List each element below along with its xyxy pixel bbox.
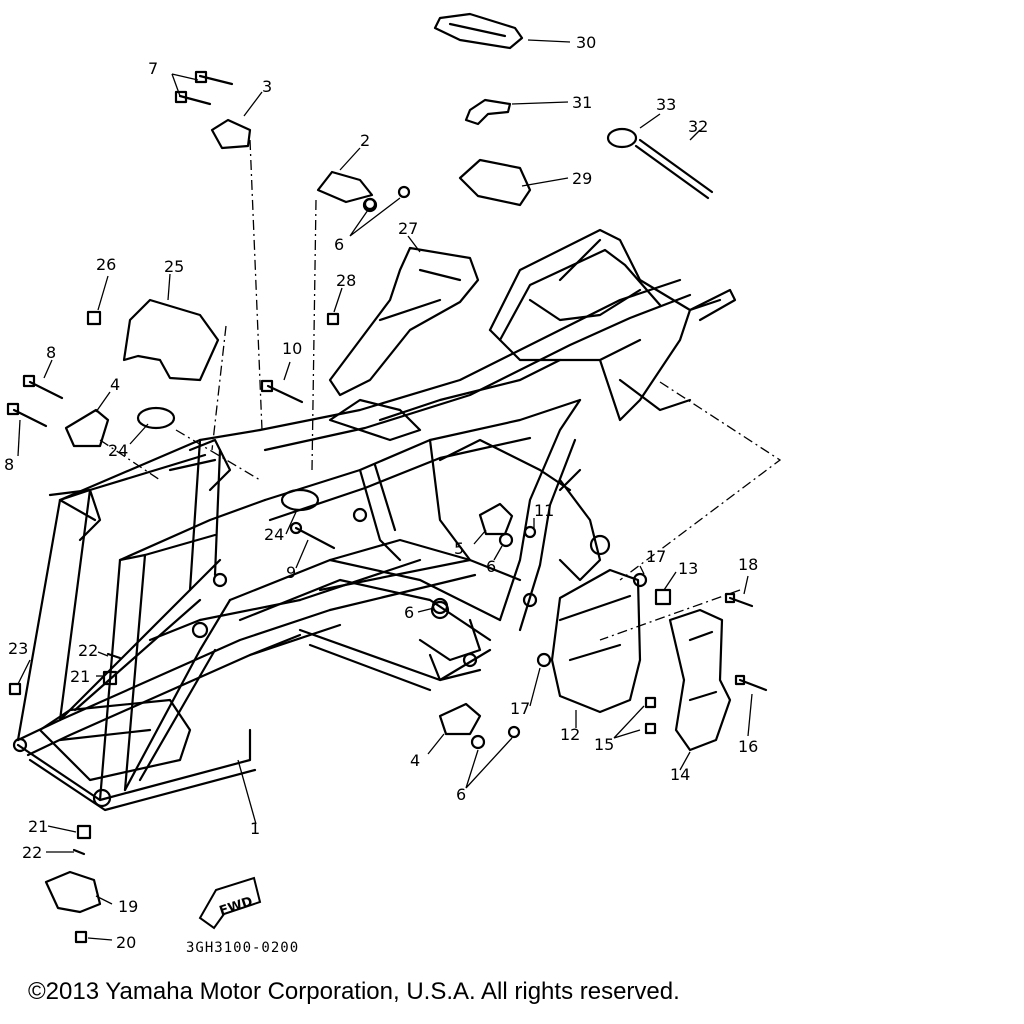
callout-4-a: 4: [110, 375, 120, 394]
main-frame: [12, 228, 737, 812]
callout-23: 23: [8, 639, 28, 658]
callout-3: 3: [262, 77, 272, 96]
callout-25: 25: [164, 257, 184, 276]
callout-20: 20: [116, 933, 136, 952]
callout-5: 5: [454, 539, 464, 558]
part-9: [294, 526, 336, 550]
part-22-a: [106, 652, 122, 660]
callout-8-b: 8: [4, 455, 14, 474]
callout-33: 33: [656, 95, 676, 114]
callout-12: 12: [560, 725, 580, 744]
part-21-b: [76, 824, 92, 840]
callout-19: 19: [118, 897, 138, 916]
part-4-lower: [438, 702, 482, 736]
part-3: [210, 118, 252, 150]
part-5: [478, 502, 514, 536]
part-4-upper: [64, 408, 110, 448]
part-17-a: [632, 572, 648, 588]
callout-27: 27: [398, 219, 418, 238]
part-8b: [12, 408, 48, 428]
part-32-rod: [638, 138, 714, 194]
callout-32: 32: [688, 117, 708, 136]
callout-1: 1: [250, 819, 260, 838]
part-6-a: [362, 197, 378, 213]
part-31: [464, 98, 512, 126]
part-14: [668, 608, 732, 752]
callout-6-d: 6: [456, 785, 466, 804]
part-13: [654, 588, 672, 606]
part-15-a: [644, 696, 657, 709]
callout-21-b: 21: [28, 817, 48, 836]
callout-16: 16: [738, 737, 758, 756]
part-12: [550, 568, 642, 714]
callout-labels: 30 31 29 33 32 7 3 2 6 27 28 26 25 8 4 8…: [4, 33, 758, 952]
callout-30: 30: [576, 33, 596, 52]
callout-29: 29: [572, 169, 592, 188]
callout-6-a: 6: [334, 235, 344, 254]
part-17-b: [536, 652, 552, 668]
part-33: [606, 127, 638, 149]
part-2: [316, 170, 374, 204]
callout-31: 31: [572, 93, 592, 112]
callout-6-c: 6: [404, 603, 414, 622]
part-10: [266, 384, 304, 404]
callout-28: 28: [336, 271, 356, 290]
part-24-lower: [280, 488, 320, 512]
part-11: [523, 525, 537, 539]
callout-17-b: 17: [510, 699, 530, 718]
part-27: [328, 246, 480, 397]
part-20: [74, 930, 88, 944]
part-21-a: [102, 670, 118, 686]
callout-15: 15: [594, 735, 614, 754]
callout-4-b: 4: [410, 751, 420, 770]
part-6-c: [431, 597, 449, 615]
copyright-notice: ©2013 Yamaha Motor Corporation, U.S.A. A…: [28, 978, 680, 1005]
callout-8-a: 8: [46, 343, 56, 362]
part-24-upper: [136, 406, 176, 430]
part-29: [458, 158, 532, 207]
callout-11: 11: [534, 501, 554, 520]
callout-14: 14: [670, 765, 690, 784]
part-19: [44, 870, 102, 914]
callout-26: 26: [96, 255, 116, 274]
part-30: [433, 12, 524, 50]
part-28: [326, 312, 340, 326]
callout-21-a: 21: [70, 667, 90, 686]
callout-2: 2: [360, 131, 370, 150]
part-26: [86, 310, 102, 326]
callout-17-a: 17: [646, 547, 666, 566]
part-23: [8, 682, 22, 696]
callout-22-b: 22: [22, 843, 42, 862]
callout-10: 10: [282, 339, 302, 358]
fwd-arrow-icon: FWD: [198, 876, 262, 930]
part-25: [122, 298, 220, 382]
callout-18: 18: [738, 555, 758, 574]
part-8a: [28, 380, 64, 400]
callout-24-b: 24: [264, 525, 284, 544]
callout-22-a: 22: [78, 641, 98, 660]
diagram-code: 3GH3100-0200: [186, 940, 299, 956]
part-6-b: [498, 532, 514, 548]
callout-6-b: 6: [486, 557, 496, 576]
callout-9: 9: [286, 563, 296, 582]
callout-13: 13: [678, 559, 698, 578]
part-6-d: [470, 734, 486, 750]
part-22-b: [72, 848, 86, 856]
callout-24-a: 24: [108, 441, 128, 460]
callout-7: 7: [148, 59, 158, 78]
